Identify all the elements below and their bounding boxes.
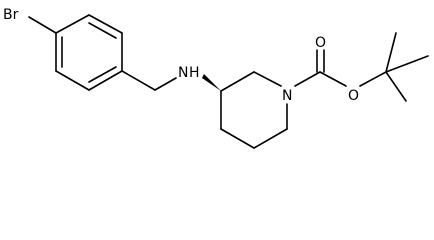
stereo-wedge-bond <box>202 74 221 91</box>
bond-c6-c5 <box>253 128 288 149</box>
aromatic-bond-inner-2 <box>88 66 117 83</box>
tert-butyl-group <box>385 32 429 102</box>
bond-c3-c2 <box>220 71 255 92</box>
bond-c1-c2 <box>88 14 123 34</box>
molecule-drawing: Br N H N O O <box>3 7 429 149</box>
bond-c3-c4 <box>88 70 123 91</box>
bond-c5-c4 <box>220 128 255 149</box>
structure-diagram: Br N H N O O <box>3 7 429 149</box>
bond-n1-carbonyl <box>294 71 321 87</box>
amine-nitrogen-label: N <box>178 65 188 81</box>
bond-tbu-methyl-right <box>385 55 429 73</box>
benzene-ring <box>55 14 123 91</box>
bond-c-br <box>28 16 57 34</box>
amine-hydrogen-label: H <box>189 65 200 81</box>
bond-ch2-nh <box>154 77 177 91</box>
bond-ester-o-quaternary-c <box>359 71 387 87</box>
bond-tbu-methyl-down <box>385 71 407 102</box>
bond-ring-ch2 <box>121 70 156 91</box>
bond-c2-n1 <box>253 71 282 87</box>
bond-tbu-methyl-up <box>385 32 397 73</box>
carbonyl-oxygen-label: O <box>315 35 326 51</box>
bond-carbonyl-ester-o <box>319 71 347 87</box>
bond-c4-c5 <box>55 70 90 91</box>
ester-oxygen-label: O <box>348 88 359 104</box>
ring-nitrogen-label: N <box>282 88 292 104</box>
bromine-label: Br <box>3 7 19 23</box>
bond-c6-c1 <box>55 14 90 34</box>
piperidine-ring <box>220 71 288 149</box>
aromatic-bond-inner-1 <box>88 22 117 39</box>
